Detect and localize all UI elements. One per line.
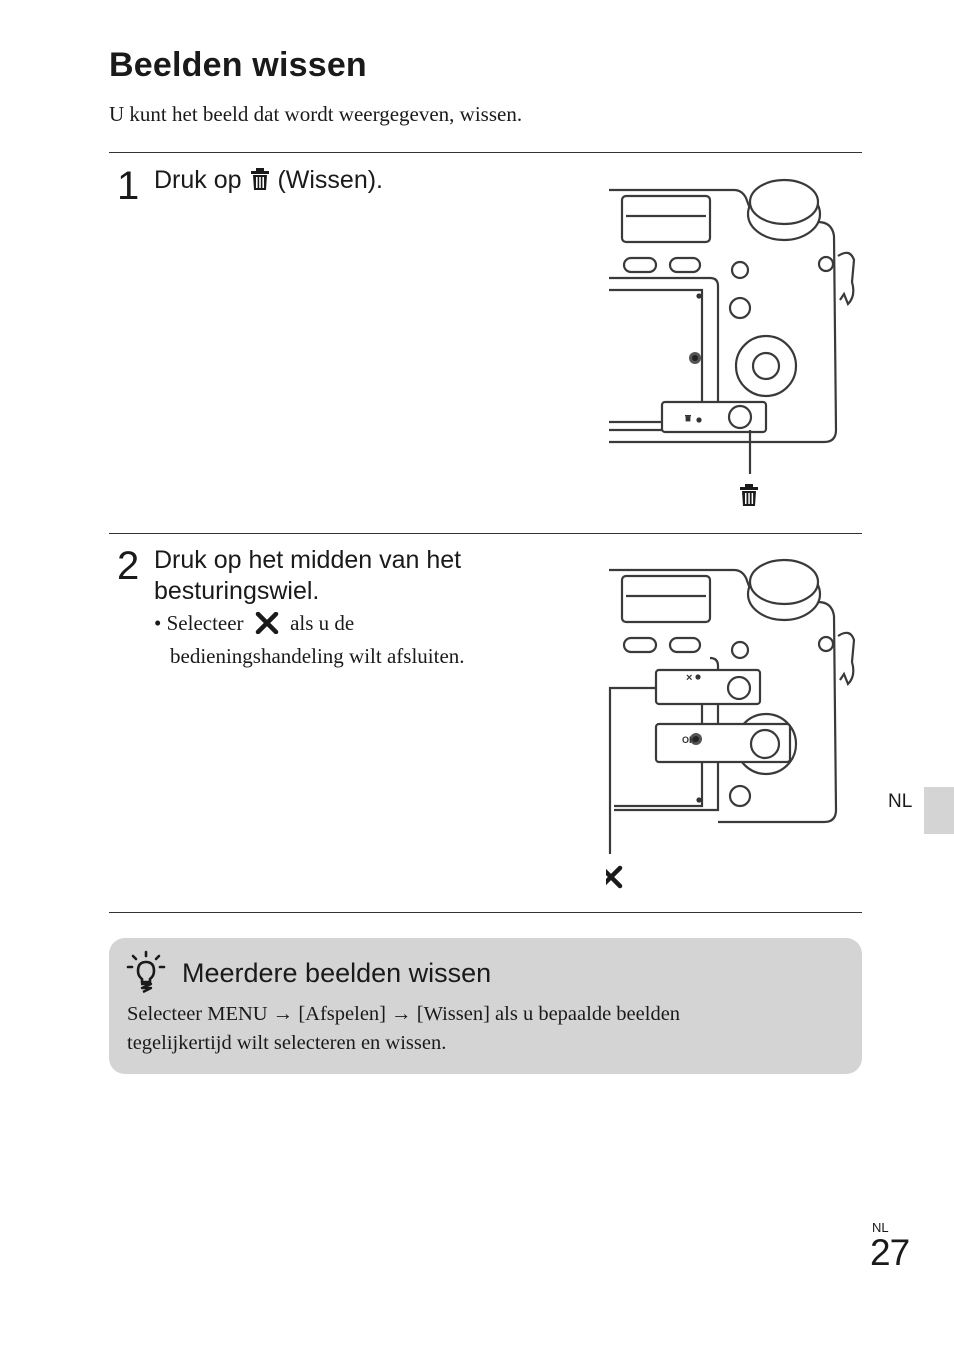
tip-box: Meerdere beelden wissen Selecteer MENU →…	[109, 938, 862, 1074]
language-tab-label: NL	[888, 791, 913, 812]
step-1-text-after: (Wissen).	[277, 166, 384, 194]
trash-icon	[740, 484, 758, 506]
tip-title: Meerdere beelden wissen	[182, 958, 492, 988]
step-1-text: Druk op (Wissen).	[154, 165, 383, 199]
x-button-label: ×	[686, 672, 692, 684]
step-1-text-before: Druk op	[154, 166, 242, 194]
step-2-line-2: besturingswiel.	[154, 577, 320, 605]
tip-body: Selecteer MENU → [Afspelen] → [Wissen] a…	[127, 1000, 847, 1058]
ok-button-label: OK	[682, 735, 696, 745]
lightbulb-icon	[125, 950, 167, 999]
intro-text: U kunt het beeld dat wordt weergegeven, …	[109, 102, 523, 126]
tip-body-line-2: tegelijkertijd wilt selecteren en wissen…	[127, 1032, 447, 1054]
step-2-bullet: • Selecteer als u de bedieningshandeling…	[154, 609, 465, 671]
bullet-line-2: bedieningshandeling wilt afsluiten.	[170, 644, 465, 668]
cross-icon	[255, 611, 279, 642]
camera-back-illustration-1	[609, 178, 856, 506]
bullet-text-after: als u de	[290, 611, 355, 635]
step-2-line-1: Druk op het midden van het	[154, 546, 462, 574]
language-tab	[924, 787, 954, 834]
step-1-number: 1	[117, 164, 140, 208]
page-title: Beelden wissen	[109, 46, 367, 84]
camera-back-illustration-2: × OK	[606, 558, 856, 889]
step-2-text: Druk op het midden van het besturingswie…	[154, 545, 461, 607]
tip-body-line-1: Selecteer MENU → [Afspelen] → [Wissen] a…	[127, 1003, 681, 1025]
trash-icon	[249, 167, 271, 199]
divider	[109, 912, 862, 913]
step-2-number: 2	[117, 544, 140, 588]
cross-icon	[606, 865, 623, 889]
page-number: 27	[870, 1232, 910, 1273]
page-language: NL	[872, 1220, 889, 1235]
divider	[109, 533, 862, 534]
bullet-text-before: Selecteer	[166, 611, 244, 635]
divider	[109, 152, 862, 153]
